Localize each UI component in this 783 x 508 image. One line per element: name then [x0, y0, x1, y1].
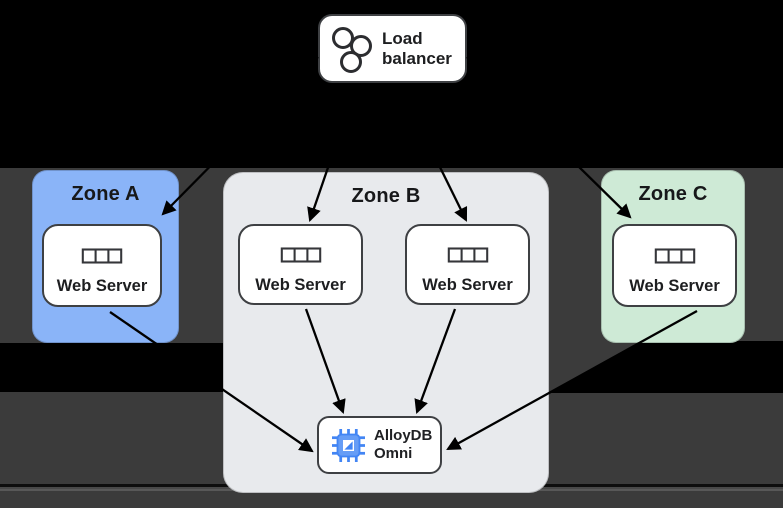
- alloydb-omni-label: AlloyDB Omni: [374, 427, 432, 463]
- server-rack-icon: [447, 246, 488, 263]
- web-server-node-zone-c: Web Server: [612, 224, 737, 307]
- load-balancer-icon: [332, 26, 372, 73]
- load-balancer-label-line2: balancer: [382, 48, 452, 68]
- zone-b-title: Zone B: [351, 185, 421, 207]
- alloydb-chip-icon: [332, 428, 365, 462]
- zone-c-title: Zone C: [638, 183, 708, 205]
- load-balancer-label: Load balancer: [382, 29, 452, 69]
- zone-c-container: Zone C Web Server: [601, 170, 745, 343]
- server-rack-icon: [654, 247, 695, 264]
- zone-a-container: Zone A Web Server: [32, 170, 179, 343]
- alloydb-label-line2: Omni: [374, 445, 413, 462]
- zone-b-container: Zone B Web Server Web Server: [223, 172, 549, 493]
- web-server-node-zone-b-2: Web Server: [405, 224, 530, 305]
- web-server-label: Web Server: [629, 276, 720, 295]
- web-server-label: Web Server: [56, 276, 148, 295]
- web-server-label: Web Server: [255, 275, 346, 294]
- alloydb-label-line1: AlloyDB: [374, 427, 433, 444]
- web-server-label: Web Server: [422, 275, 513, 294]
- load-balancer-label-line1: Load: [382, 28, 423, 48]
- load-balancer-node: Load balancer: [318, 14, 467, 83]
- alloydb-omni-node: AlloyDB Omni: [317, 416, 442, 474]
- server-rack-icon: [280, 246, 321, 263]
- zone-a-title: Zone A: [71, 183, 140, 205]
- web-server-node-zone-b-1: Web Server: [238, 224, 363, 305]
- server-rack-icon: [81, 247, 123, 264]
- web-server-node-zone-a: Web Server: [42, 224, 162, 307]
